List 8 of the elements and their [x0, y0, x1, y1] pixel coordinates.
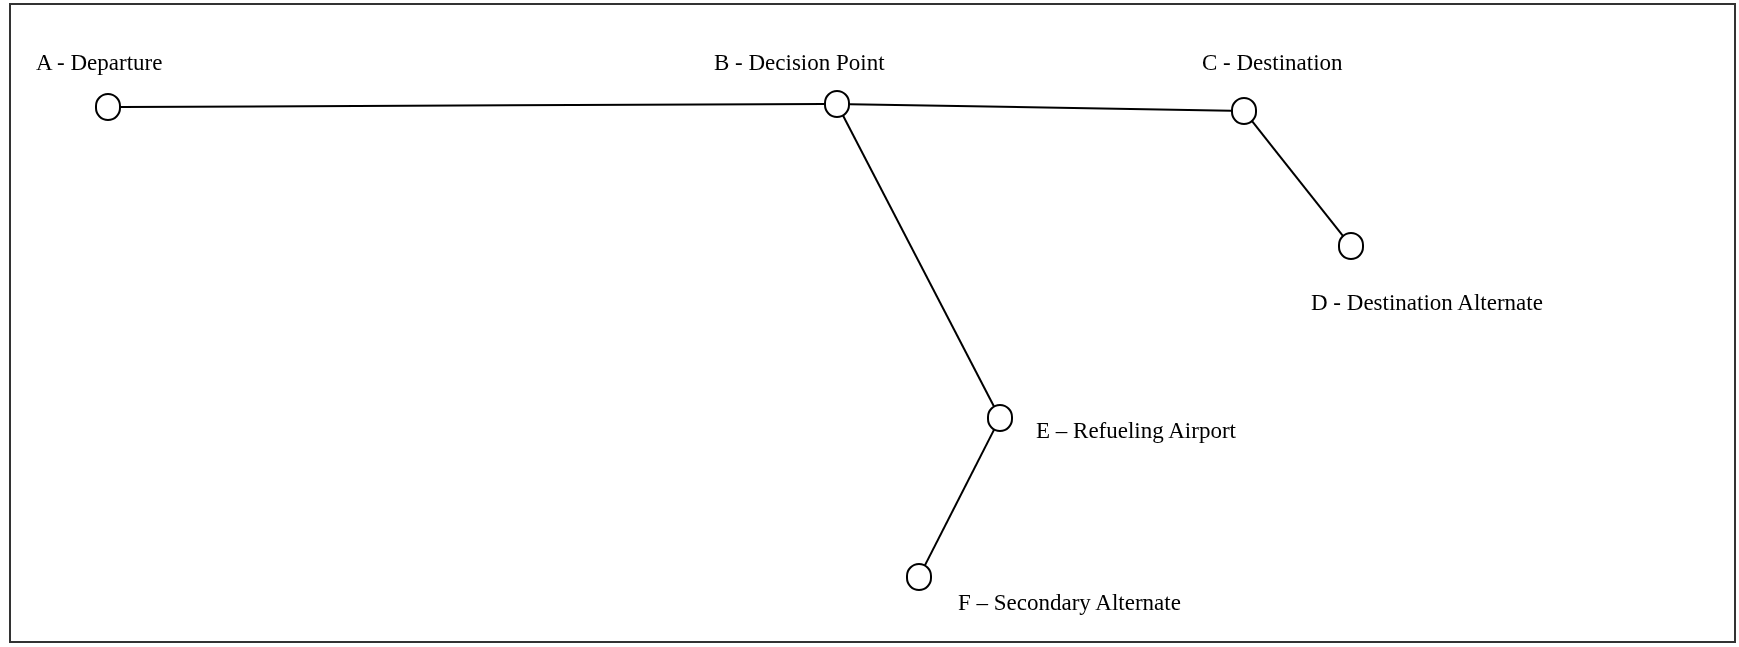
waypoint-label: F – Secondary Alternate	[958, 591, 1181, 614]
waypoint-label: C - Destination	[1202, 51, 1343, 74]
connector-line	[849, 103, 1232, 112]
waypoint-label: E – Refueling Airport	[1036, 419, 1236, 442]
waypoint-label: D - Destination Alternate	[1311, 291, 1543, 314]
waypoint-label: B - Decision Point	[714, 51, 885, 74]
waypoint-label: A - Departure	[36, 51, 163, 74]
connector-line	[120, 103, 825, 108]
